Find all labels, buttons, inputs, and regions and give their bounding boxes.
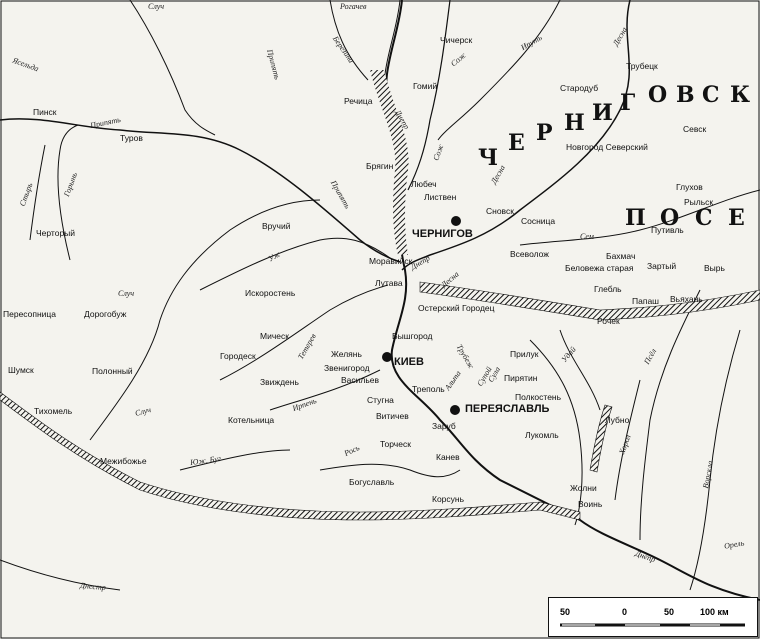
city-label: Лукомль — [525, 430, 559, 440]
city-label: Треполь — [412, 384, 445, 394]
city-label: Шумск — [8, 365, 34, 375]
city-label: Межибожье — [100, 456, 147, 466]
region-letter: О — [660, 205, 682, 231]
city-label: Сосница — [521, 216, 556, 226]
city-label: Всеволож — [510, 249, 549, 259]
river-label: Сем — [580, 232, 594, 241]
city-label: Брягин — [366, 161, 394, 171]
city-label: Бахмач — [606, 251, 636, 261]
scale-label-50-right: 50 — [664, 607, 675, 617]
city-label: Звенигород — [324, 363, 370, 373]
city-label: Лутава — [375, 278, 403, 288]
city-chernigov: ЧЕРНИГОВ — [412, 228, 473, 240]
city-label: Полкостень — [515, 392, 562, 402]
region-letter: Н — [564, 110, 587, 136]
city-label: Вырь — [704, 263, 725, 273]
city-label: Остерский Городец — [418, 303, 495, 313]
region-letter: Р — [536, 120, 555, 146]
city-label: Трубецк — [626, 61, 658, 71]
scale-box — [548, 597, 758, 637]
city-label: Сновск — [486, 206, 514, 216]
city-label: Гомий — [413, 81, 438, 91]
city-label: Папаш — [632, 296, 659, 306]
scale-label-50-left: 50 — [560, 607, 571, 617]
city-label: Вручий — [262, 221, 291, 231]
region-letter: Е — [508, 130, 527, 156]
city-label: Стугна — [367, 395, 394, 405]
city-label: Корсунь — [432, 494, 465, 504]
city-label: Вьяхань — [670, 294, 703, 304]
river-label: Случ — [118, 289, 135, 298]
region-letter: П — [625, 205, 648, 231]
city-label: Богуславль — [349, 477, 395, 487]
dnepr-hatch — [370, 70, 409, 255]
city-label: Торческ — [380, 439, 411, 449]
region-letter: Е — [728, 205, 747, 231]
scale-label-100: 100 км — [700, 607, 729, 617]
city-label: Полонный — [92, 366, 133, 376]
city-label: Рочек — [597, 316, 620, 326]
region-letter: С — [702, 82, 722, 108]
city-label: Речица — [344, 96, 373, 106]
city-marker — [451, 216, 461, 226]
river-label: Случ — [148, 2, 165, 11]
desna-river — [401, 0, 631, 271]
city-label: Новгород Северский — [566, 142, 648, 152]
city-label: Жолни — [570, 483, 597, 493]
city-label: Котельница — [228, 415, 275, 425]
city-label: Витичев — [376, 411, 409, 421]
region-letter: Г — [620, 90, 638, 116]
city-label: Моравийск — [369, 256, 413, 266]
pripyat-river — [0, 118, 401, 263]
city-label: Пинск — [33, 107, 57, 117]
city-kiev: КИЕВ — [394, 356, 424, 368]
city-label: Глебль — [594, 284, 622, 294]
city-label: Стародуб — [560, 83, 599, 93]
border-south-hatch — [0, 391, 581, 521]
city-label: Зартый — [647, 261, 677, 271]
city-label: Канев — [436, 452, 460, 462]
city-label: Дорогобуж — [84, 309, 127, 319]
city-label: Пересопница — [3, 309, 57, 319]
city-marker — [382, 352, 392, 362]
city-label: Мическ — [260, 331, 289, 341]
region-letter: С — [695, 205, 715, 231]
city-label: Севск — [683, 124, 707, 134]
region-letter: Ч — [478, 145, 501, 171]
river-label: Рогачев — [340, 2, 367, 11]
city-label: Листвен — [424, 192, 457, 202]
city-label: Тихомель — [34, 406, 73, 416]
city-label: Желянь — [331, 349, 362, 359]
region-letter: К — [730, 82, 753, 108]
city-pereyaslavl: ПЕРЕЯСЛАВЛЬ — [465, 403, 550, 415]
city-label: Черторый — [36, 228, 76, 238]
city-label: Путивль — [651, 225, 684, 235]
city-label: Воинь — [578, 499, 603, 509]
city-label: Прилук — [510, 349, 539, 359]
city-label: Туров — [120, 133, 143, 143]
city-label: Лубно — [605, 415, 630, 425]
region-letter: В — [676, 82, 697, 108]
city-label: Пирятин — [504, 373, 538, 383]
city-label: Глухов — [676, 182, 703, 192]
region-letter: И — [592, 100, 615, 126]
region-letter: О — [648, 82, 670, 108]
city-label: Звиждень — [260, 377, 299, 387]
city-label: Рыльск — [684, 197, 714, 207]
city-label: Любеч — [411, 179, 437, 189]
city-label: Вышгород — [392, 331, 433, 341]
city-label: Заруб — [432, 421, 456, 431]
scale-label-0: 0 — [622, 607, 628, 617]
city-marker — [450, 405, 460, 415]
border-east-hatch — [419, 281, 760, 321]
city-label: Васильев — [341, 375, 380, 385]
city-label: Городеск — [220, 351, 256, 361]
city-label: Искоростень — [245, 288, 296, 298]
city-label: Беловежа старая — [565, 263, 634, 273]
city-label: Чичерск — [440, 35, 473, 45]
